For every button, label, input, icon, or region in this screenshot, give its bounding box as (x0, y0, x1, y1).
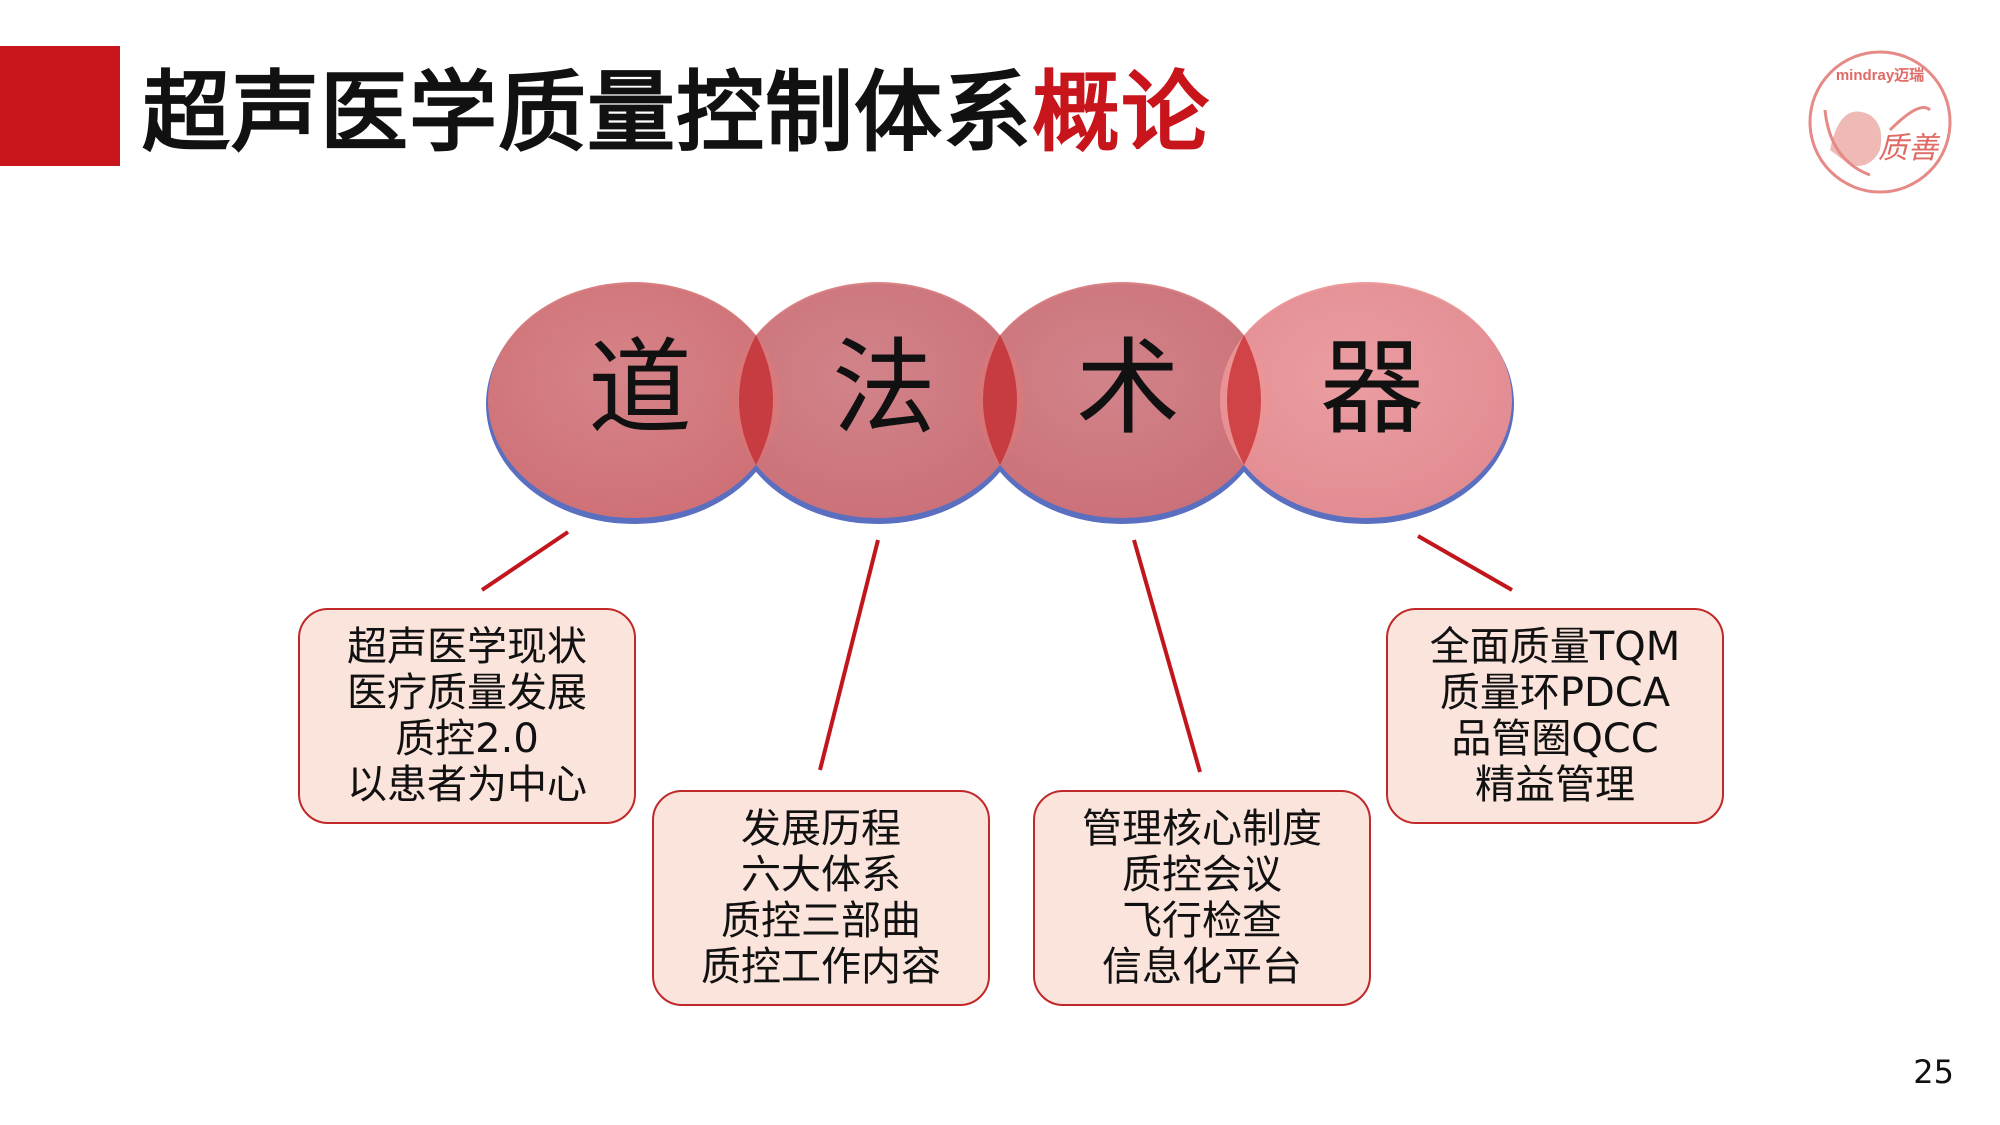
logo-script: 质善 (1878, 131, 1941, 166)
title-main: 超声医学质量控制体系 (142, 61, 1033, 164)
box-line: 飞行检查 (1122, 898, 1282, 944)
circle-label-dao: 道 (588, 327, 692, 449)
box-line: 六大体系 (741, 852, 901, 898)
page-number: 25 (1913, 1053, 1954, 1091)
title-accent: 概论 (1032, 61, 1211, 164)
circle-label-fa: 法 (832, 327, 936, 449)
circle-dao (488, 282, 780, 518)
connector-line-4 (1417, 534, 1513, 592)
circle-shu (976, 282, 1268, 518)
logo-brand: mindray迈瑞 (1836, 66, 1924, 84)
box-line: 质控会议 (1122, 852, 1282, 898)
box-qi: 全面质量TQM 质量环PDCA 品管圈QCC 精益管理 (1386, 608, 1724, 824)
overlap-dao-fa (739, 335, 773, 465)
circle-fa (732, 282, 1024, 518)
box-line: 质控工作内容 (701, 944, 941, 990)
box-line: 医疗质量发展 (347, 670, 587, 716)
connector-line-3 (1132, 539, 1202, 773)
circle-label-shu: 术 (1076, 327, 1180, 449)
box-line: 以患者为中心 (347, 762, 587, 808)
overlap-fa-shu (983, 335, 1017, 465)
page-title: 超声医学质量控制体系概论 (142, 58, 1210, 168)
box-line: 质控2.0 (395, 716, 539, 762)
title-accent-bar (0, 46, 120, 166)
box-shu: 管理核心制度 质控会议 飞行检查 信息化平台 (1033, 790, 1371, 1006)
connector-line-1 (480, 530, 570, 592)
box-line: 管理核心制度 (1082, 806, 1322, 852)
mindray-logo: mindray迈瑞 质善 (1808, 50, 1952, 194)
circle-label-qi: 器 (1320, 327, 1424, 449)
box-dao: 超声医学现状 医疗质量发展 质控2.0 以患者为中心 (298, 608, 636, 824)
box-line: 发展历程 (741, 806, 901, 852)
overlap-shu-qi (1227, 335, 1261, 465)
box-line: 质量环PDCA (1439, 670, 1671, 716)
box-line: 超声医学现状 (347, 624, 587, 670)
connector-line-2 (818, 539, 880, 771)
box-line: 精益管理 (1475, 762, 1635, 808)
box-fa: 发展历程 六大体系 质控三部曲 质控工作内容 (652, 790, 990, 1006)
circle-qi (1220, 282, 1512, 518)
box-line: 信息化平台 (1102, 944, 1302, 990)
box-line: 质控三部曲 (721, 898, 921, 944)
box-line: 全面质量TQM (1429, 624, 1681, 670)
box-line: 品管圈QCC (1451, 716, 1659, 762)
